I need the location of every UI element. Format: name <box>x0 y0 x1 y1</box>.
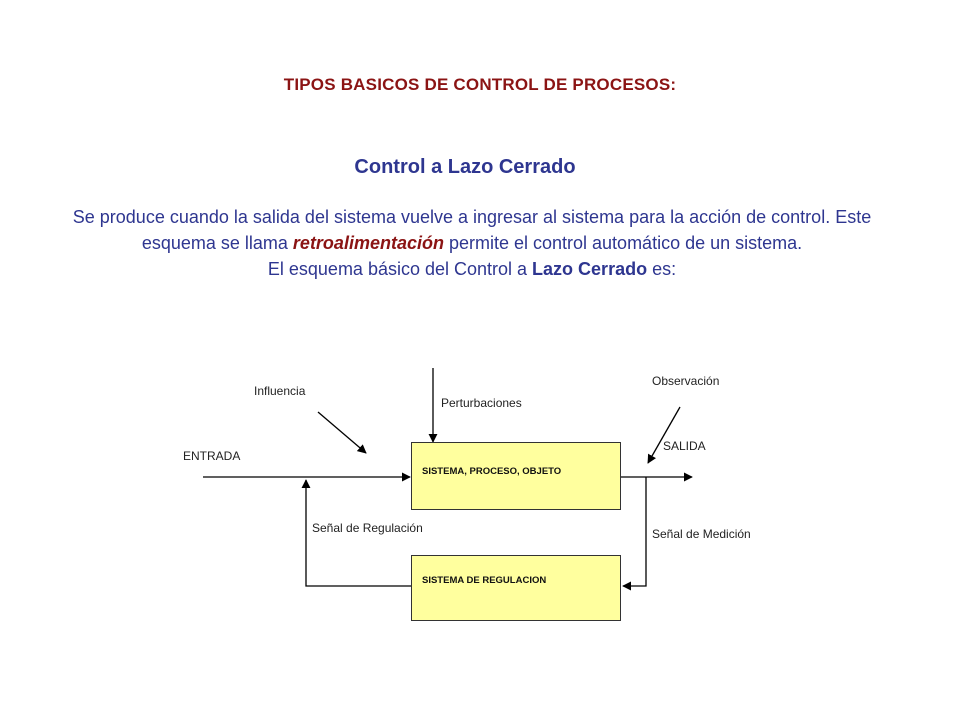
description-paragraph: Se produce cuando la salida del sistema … <box>52 204 892 282</box>
label-observacion: Observación <box>652 374 720 388</box>
paragraph-bold: Lazo Cerrado <box>532 259 648 279</box>
label-influencia: Influencia <box>254 384 306 398</box>
process-block-label: SISTEMA, PROCESO, OBJETO <box>422 466 562 477</box>
paragraph-emphasis: retroalimentación <box>292 233 444 253</box>
regulation-path <box>301 479 411 587</box>
paragraph-text-end: permite el control automático de un sist… <box>443 233 803 253</box>
label-perturbaciones: Perturbaciones <box>441 396 522 410</box>
influence-arrow <box>317 411 367 454</box>
paragraph-text: Se produce cuando la salida del sistema … <box>72 207 872 253</box>
label-senal-medicion: Señal de Medición <box>652 527 751 541</box>
observation-arrow <box>647 406 681 464</box>
section-title: Control a Lazo Cerrado <box>354 156 576 178</box>
page-title: TIPOS BASICOS DE CONTROL DE PROCESOS: <box>283 75 677 94</box>
paragraph-line2-end: es: <box>647 259 677 279</box>
label-entrada: ENTRADA <box>183 449 241 463</box>
paragraph-line2: El esquema básico del Control a <box>267 259 533 279</box>
process-block: SISTEMA, PROCESO, OBJETO <box>411 442 621 510</box>
regulation-block: SISTEMA DE REGULACION <box>411 555 621 621</box>
regulation-block-label: SISTEMA DE REGULACION <box>422 575 547 586</box>
measurement-path <box>622 477 647 591</box>
label-salida: SALIDA <box>663 439 706 453</box>
label-senal-regulacion: Señal de Regulación <box>312 521 423 535</box>
